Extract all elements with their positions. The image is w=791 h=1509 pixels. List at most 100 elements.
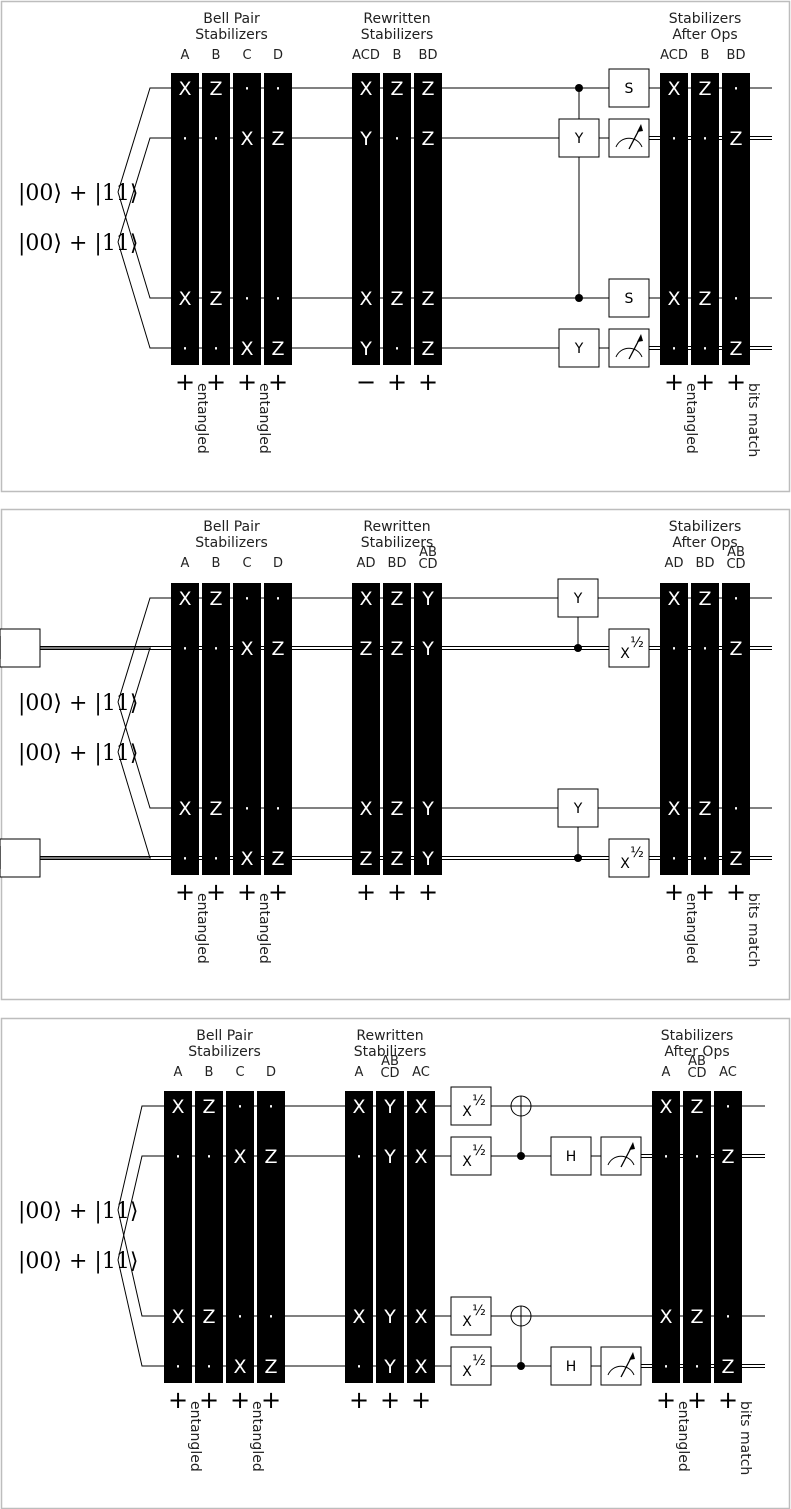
measurement-meter-icon xyxy=(600,1346,642,1386)
pauli-cell: Z xyxy=(390,848,403,870)
column-label: BD xyxy=(696,556,715,571)
stabilizer-column: BDZ·Z·+ xyxy=(691,556,719,906)
sign-symbol: + xyxy=(656,1386,676,1414)
pauli-cell: · xyxy=(237,1306,243,1328)
pauli-cell: Z xyxy=(209,588,222,610)
pauli-cell: Z xyxy=(264,1146,277,1168)
gate-exponent: ½ xyxy=(472,1353,486,1369)
column-note: entangled xyxy=(256,383,272,454)
pauli-cell: X xyxy=(178,78,191,100)
pauli-cell: X xyxy=(233,1356,246,1378)
stabilizer-column: C·X·X+entangled xyxy=(226,1065,265,1472)
pauli-cell: · xyxy=(182,848,188,870)
column-note: entangled xyxy=(249,1401,265,1472)
pauli-cell: Z xyxy=(421,78,434,100)
pauli-cell: Y xyxy=(383,1096,396,1118)
column-label: B xyxy=(393,48,402,63)
pauli-cell: X xyxy=(240,128,253,150)
panel-2: |00⟩ + |11⟩|00⟩ + |11⟩Bell PairStabilize… xyxy=(0,510,791,1001)
measurement-meter-icon xyxy=(0,628,41,668)
pauli-cell: Z xyxy=(359,848,372,870)
gate-exponent: ½ xyxy=(472,1303,486,1319)
stabilizer-bar xyxy=(722,73,750,365)
column-label: D xyxy=(273,48,283,63)
control-dot xyxy=(575,294,583,302)
stabilizer-bar xyxy=(264,583,292,875)
column-note: entangled xyxy=(256,893,272,964)
gate-exponent: ½ xyxy=(630,635,644,651)
group-title: Stabilizers xyxy=(669,519,742,535)
pauli-cell: Y xyxy=(421,848,434,870)
group-title: Rewritten xyxy=(363,519,430,535)
gate-y: Y xyxy=(558,328,600,368)
pauli-cell: · xyxy=(671,848,677,870)
gate-box xyxy=(558,118,600,158)
stabilizer-column: C·X·X+entangled xyxy=(233,48,272,454)
pauli-cell: Y xyxy=(421,588,434,610)
stabilizer-bar xyxy=(383,583,411,875)
pauli-cell: X xyxy=(171,1306,184,1328)
meter-box xyxy=(0,628,41,668)
group-title: Stabilizers xyxy=(661,1028,734,1044)
gate-label: X xyxy=(462,1104,472,1120)
control-dot xyxy=(574,644,582,652)
group-title: Bell Pair xyxy=(196,1028,253,1044)
column-label: BD xyxy=(419,48,438,63)
pauli-cell: X xyxy=(667,588,680,610)
column-label: AD xyxy=(665,556,684,571)
gate-y: Y xyxy=(558,118,600,158)
pauli-cell: Z xyxy=(271,338,284,360)
pauli-cell: · xyxy=(725,1306,731,1328)
pauli-cell: Z xyxy=(729,848,742,870)
pauli-cell: · xyxy=(244,798,250,820)
group-title: Stabilizers xyxy=(195,535,268,551)
sign-symbol: + xyxy=(664,368,684,396)
sign-symbol: + xyxy=(206,878,226,906)
meter-box xyxy=(600,1346,642,1386)
sign-symbol: + xyxy=(168,1386,188,1414)
gate-box xyxy=(608,838,650,878)
sign-symbol: + xyxy=(411,1386,431,1414)
sign-symbol: + xyxy=(726,878,746,906)
pauli-cell: Z xyxy=(202,1306,215,1328)
sign-symbol: + xyxy=(387,878,407,906)
pauli-cell: Z xyxy=(390,78,403,100)
pauli-cell: X xyxy=(414,1146,427,1168)
pauli-cell: · xyxy=(702,128,708,150)
pauli-cell: Z xyxy=(390,588,403,610)
pauli-cell: · xyxy=(702,338,708,360)
sign-symbol: + xyxy=(349,1386,369,1414)
column-label: C xyxy=(242,556,251,571)
pauli-cell: · xyxy=(356,1146,362,1168)
pauli-cell: · xyxy=(394,128,400,150)
stabilizer-bar xyxy=(233,583,261,875)
gate-x: X½ xyxy=(450,1296,492,1336)
pauli-cell: Z xyxy=(202,1096,215,1118)
sign-symbol: + xyxy=(726,368,746,396)
gate-label: S xyxy=(625,291,634,307)
gate-h: H xyxy=(550,1346,592,1386)
pauli-cell: Y xyxy=(359,338,372,360)
pauli-cell: · xyxy=(671,338,677,360)
group-title: Rewritten xyxy=(356,1028,423,1044)
column-label: A xyxy=(181,556,190,571)
column-label: B xyxy=(212,48,221,63)
stabilizer-bar xyxy=(383,73,411,365)
gate-label: X xyxy=(620,646,630,662)
gate-label: X xyxy=(462,1154,472,1170)
column-label: C xyxy=(242,48,251,63)
gate-label: S xyxy=(625,81,634,97)
gate-label: X xyxy=(462,1364,472,1380)
pauli-cell: X xyxy=(240,848,253,870)
stabilizer-column: AX·X·+entangled xyxy=(164,1065,203,1472)
pauli-cell: Z xyxy=(271,638,284,660)
stabilizer-column: BD·Z·Z+bits match xyxy=(722,48,761,457)
column-label: B xyxy=(212,556,221,571)
panel-3: |00⟩ + |11⟩|00⟩ + |11⟩Bell PairStabilize… xyxy=(0,1017,791,1509)
